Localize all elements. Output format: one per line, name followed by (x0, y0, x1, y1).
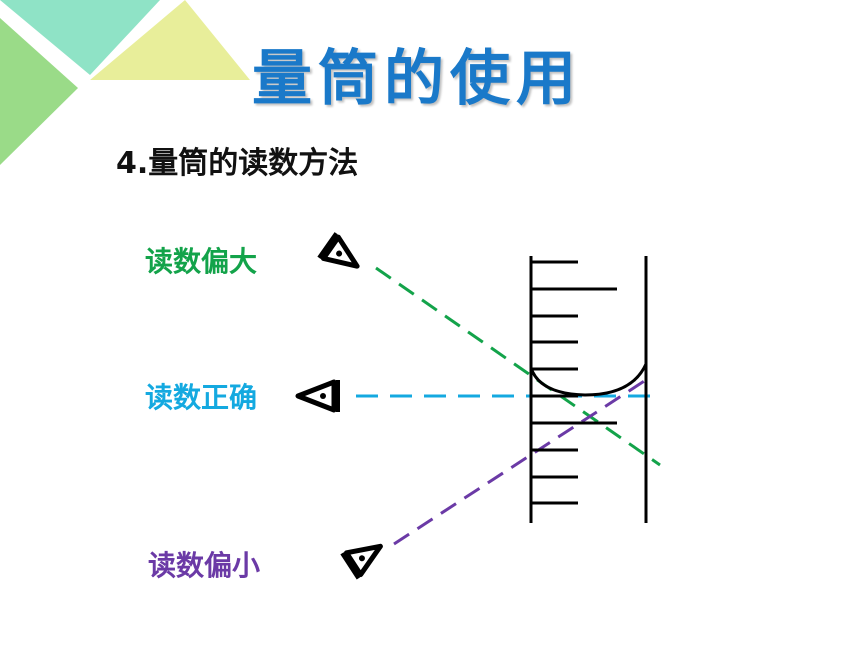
slide-subtitle: 4.量筒的读数方法 (116, 146, 359, 181)
sight-line-high (375, 266, 661, 467)
corner-decoration (0, 0, 250, 165)
liquid-meniscus (529, 363, 648, 397)
yellow-triangle (90, 0, 250, 80)
eye-looking-level-icon (295, 379, 340, 413)
label-reading-correct: 读数正确 (145, 381, 258, 414)
graduated-cylinder (529, 256, 648, 523)
green-triangle (0, 18, 78, 165)
teal-triangle (0, 0, 160, 75)
slide-title: 量筒的使用 (252, 44, 582, 114)
label-reading-low: 读数偏小 (148, 549, 261, 582)
eye-looking-down-icon (317, 232, 360, 269)
eye-looking-up-icon (340, 543, 383, 580)
label-reading-high: 读数偏大 (145, 245, 258, 278)
sight-line-low (393, 374, 653, 546)
